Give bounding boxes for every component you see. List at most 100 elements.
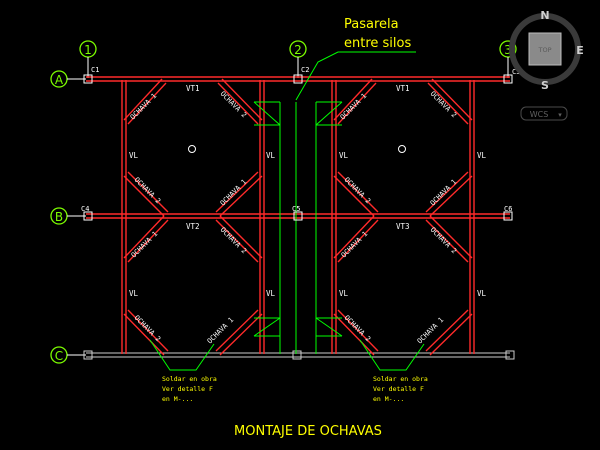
- ochava-label-r1: OCHAVA 1: [339, 92, 368, 121]
- axis-2-label: 2: [294, 43, 302, 57]
- ochava-right-g2: [337, 309, 379, 352]
- ucs-menu-button[interactable]: [520, 106, 568, 121]
- compass-north[interactable]: N: [540, 9, 549, 22]
- chevron-down-icon[interactable]: ▾: [558, 111, 562, 119]
- beam-label-vt1-right: VT1: [396, 84, 410, 93]
- weld-note-left: Soldar en obra Ver detalle F en M-...: [162, 375, 217, 403]
- beams: [86, 76, 510, 219]
- column-label-c4: C4: [81, 205, 89, 213]
- ochava-left-f1: [219, 215, 263, 259]
- column-label-c3: C3: [512, 68, 520, 76]
- ochava-right-h1: [429, 313, 473, 356]
- beam-label-vt3: VT3: [396, 222, 410, 231]
- weld-note-leaders: [149, 339, 425, 371]
- ochava-label-r3: OCHAVA 2: [343, 176, 372, 205]
- weld-note-left-line3: en M-...: [162, 395, 193, 403]
- ochava-right-e2: [337, 219, 379, 263]
- weld-note-right-line2: Ver detalle F: [373, 385, 424, 393]
- column-label-c5: C5: [292, 205, 300, 213]
- walkway-note-line1: Pasarela: [344, 17, 399, 32]
- ochava-right-d1: [429, 175, 473, 217]
- silo-center-right: [398, 145, 406, 153]
- beam-labels: VT1 VT1 VT2 VT3: [186, 84, 410, 231]
- ochava-right-f1: [429, 215, 473, 259]
- axis-1-label: 1: [84, 43, 92, 57]
- viewcube-top-face[interactable]: [528, 32, 562, 66]
- vl-label-7: VL: [339, 289, 349, 298]
- ochava-right-f2: [425, 219, 469, 263]
- grid-axes: 1 2 3 A B C: [50, 40, 517, 364]
- ucs-menu-label: WCS: [530, 110, 549, 119]
- walkway-annotation: Pasarela entre silos: [344, 17, 411, 51]
- weld-note-right: Soldar en obra Ver detalle F en M-...: [373, 375, 428, 403]
- column-end-left: [83, 350, 93, 360]
- ochava-left-b2: [217, 82, 259, 125]
- ochava-left-a1: [123, 78, 163, 121]
- column-end-right: [505, 350, 515, 360]
- axis-3-label: 3: [504, 43, 512, 57]
- beam-axis-c: [83, 350, 515, 360]
- compass-south[interactable]: S: [541, 79, 549, 92]
- ochava-label-l2: OCHAVA 2: [219, 90, 248, 119]
- ochava-left-f2: [215, 219, 259, 263]
- viewcube-compass-ring[interactable]: [509, 13, 581, 85]
- ochava-right-a1: [333, 78, 373, 121]
- column-label-c1: C1: [91, 66, 99, 74]
- ochava-left-b1: [221, 78, 263, 121]
- column-c6-marker: [503, 211, 513, 221]
- ochava-right-b1: [431, 78, 473, 121]
- ochava-right-c1: [333, 175, 375, 217]
- column-label-c2: C2: [301, 66, 309, 74]
- walkway-note-line2: entre silos: [344, 36, 411, 51]
- vl-labels: VL VL VL VL VL VL VL VL: [129, 151, 487, 298]
- beam-label-vt1-left: VT1: [186, 84, 200, 93]
- ochava-left-g2: [127, 309, 169, 352]
- ochava-label-l3: OCHAVA 2: [133, 176, 162, 205]
- compass-east[interactable]: E: [576, 44, 584, 57]
- weld-leader-left: [149, 339, 215, 371]
- walkway-diag-2: [315, 101, 343, 126]
- axis-b-label: B: [55, 210, 63, 224]
- ochava-right-g1: [333, 313, 375, 356]
- vl-label-3: VL: [339, 151, 349, 160]
- beam-label-vt2: VT2: [186, 222, 200, 231]
- column-c3-marker: [503, 74, 513, 84]
- column-label-c6: C6: [504, 205, 512, 213]
- vl-label-5: VL: [129, 289, 139, 298]
- weld-leader-right: [359, 339, 425, 371]
- ochava-left-c1: [123, 175, 165, 217]
- walkway-leader: [295, 51, 416, 101]
- silo-center-left: [188, 145, 196, 153]
- vl-label-1: VL: [129, 151, 139, 160]
- ochava-right-b2: [427, 82, 469, 125]
- ochava-left-a2: [127, 82, 167, 125]
- vl-label-4: VL: [477, 151, 487, 160]
- ochava-label-r8: OCHAVA 1: [416, 316, 445, 345]
- ochava-left-h2: [215, 309, 259, 352]
- ochava-left-c2: [127, 171, 169, 213]
- vl-label-8: VL: [477, 289, 487, 298]
- column-labels: C1 C2 C3 C4 C5 C6: [81, 66, 520, 213]
- ochava-right-h2: [425, 309, 469, 352]
- column-c4-marker: [83, 211, 93, 221]
- ochava-label-r2: OCHAVA 2: [429, 90, 458, 119]
- column-c2-marker: [293, 74, 303, 84]
- weld-note-right-line3: en M-...: [373, 395, 404, 403]
- ochava-left-e1: [123, 215, 165, 259]
- axis-a-label: A: [55, 73, 64, 87]
- weld-note-left-line1: Soldar en obra: [162, 375, 217, 383]
- column-c5-marker: [293, 211, 303, 221]
- weld-note-right-line1: Soldar en obra: [373, 375, 428, 383]
- ochava-label-l5: OCHAVA 1: [130, 230, 159, 259]
- column-c1-marker: [83, 74, 93, 84]
- viewcube[interactable]: TOP N S E WCS ▾: [509, 9, 584, 121]
- axis-c-label: C: [55, 349, 63, 363]
- ochava-right-a2: [337, 82, 377, 125]
- ochava-label-r5: OCHAVA 1: [340, 230, 369, 259]
- ochava-left-d1: [219, 175, 263, 217]
- viewcube-top-label: TOP: [537, 46, 551, 54]
- ochava-right-d2: [425, 171, 469, 213]
- walkway-diag-4: [315, 317, 343, 337]
- weld-note-left-line2: Ver detalle F: [162, 385, 213, 393]
